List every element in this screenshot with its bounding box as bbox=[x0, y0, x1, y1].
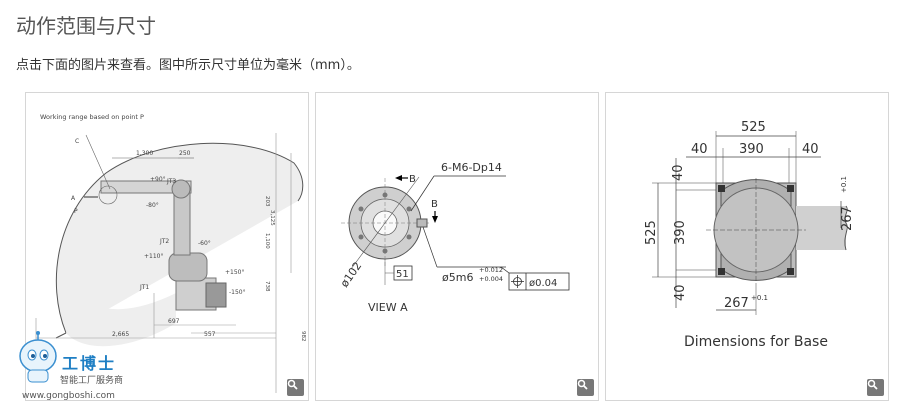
callout-holes: 6-M6-Dp14 bbox=[441, 161, 502, 174]
dim-150a: +150° bbox=[225, 269, 244, 276]
dim-40-side-top: 40 bbox=[671, 164, 686, 181]
dim-390-top: 390 bbox=[739, 142, 764, 157]
dim-557: 557 bbox=[204, 331, 216, 338]
view-label: VIEW A bbox=[368, 301, 408, 314]
dim-m80: -80° bbox=[146, 202, 159, 209]
base-diagram: 525 40 390 40 40 525 390 40 267 +0.1 267… bbox=[644, 120, 855, 350]
dim-250: 250 bbox=[179, 150, 191, 157]
dim-525-top: 525 bbox=[741, 120, 766, 135]
dim-697: 697 bbox=[168, 318, 180, 325]
working-range-image[interactable]: Working range based on point P C A P 1,3… bbox=[25, 92, 309, 401]
dim-40-side-bottom: 40 bbox=[673, 284, 688, 301]
working-range-diagram: Working range based on point P C A P 1,3… bbox=[35, 113, 306, 393]
dim-shaft: ø5m6 bbox=[442, 271, 473, 284]
dim-267-bottom-tol: +0.1 bbox=[751, 294, 768, 302]
dim-60: -60° bbox=[198, 240, 211, 247]
working-range-label: Working range based on point P bbox=[40, 113, 144, 121]
dim-jt1: JT1 bbox=[139, 284, 149, 291]
dim-150b: -150° bbox=[229, 289, 246, 296]
dim-110: +110° bbox=[144, 253, 163, 260]
flange-image[interactable]: 6-M6-Dp14 B B ø102 51 ø5m6 +0.012 +0.004… bbox=[315, 92, 599, 401]
logo-tagline: 智能工厂服务商 bbox=[60, 376, 124, 386]
logo-url: www.gongboshi.com bbox=[22, 391, 115, 401]
logo-brand: 工博士 bbox=[62, 354, 117, 373]
label-a: A bbox=[71, 195, 76, 202]
flange-diagram: 6-M6-Dp14 B B ø102 51 ø5m6 +0.012 +0.004… bbox=[338, 161, 570, 314]
dim-390-side: 390 bbox=[673, 220, 688, 245]
base-dimensions-image[interactable]: 525 40 390 40 40 525 390 40 267 +0.1 267… bbox=[605, 92, 889, 401]
dim-267-right: 267 bbox=[840, 206, 855, 231]
tol-upper: +0.012 bbox=[479, 266, 503, 274]
dim-1100: 1,100 bbox=[264, 233, 270, 249]
label-b-right: B bbox=[431, 199, 438, 210]
dim-267-bottom: 267 bbox=[724, 296, 749, 311]
dim-738: 738 bbox=[264, 281, 270, 292]
dim-267-right-tol: +0.1 bbox=[840, 176, 848, 193]
page-subtitle: 点击下面的图片来查看。图中所示尺寸单位为毫米（mm）。 bbox=[16, 58, 360, 73]
label-p: P bbox=[74, 208, 78, 215]
mascot-icon bbox=[19, 331, 57, 383]
dim-203: 203 bbox=[264, 196, 270, 207]
dim-90: +90° bbox=[150, 176, 166, 183]
dim-40-right: 40 bbox=[802, 142, 819, 157]
dim-40-left: 40 bbox=[691, 142, 708, 157]
dim-51: 51 bbox=[396, 269, 409, 280]
dim-2665: 2,665 bbox=[112, 331, 129, 338]
tol-lower: +0.004 bbox=[479, 275, 503, 283]
dim-1300: 1,300 bbox=[136, 150, 153, 157]
page-title: 动作范围与尺寸 bbox=[16, 14, 156, 38]
dim-jt2: JT2 bbox=[159, 238, 169, 245]
dim-982: 982 bbox=[300, 331, 306, 342]
dim-525-side: 525 bbox=[644, 220, 659, 245]
dim-jt3: JT3 bbox=[166, 178, 176, 185]
dim-3125: 3,125 bbox=[269, 210, 275, 226]
dim-dia102: ø102 bbox=[338, 260, 365, 290]
zoom-icon[interactable] bbox=[287, 379, 304, 396]
base-caption: Dimensions for Base bbox=[684, 334, 828, 350]
zoom-icon[interactable] bbox=[577, 379, 594, 396]
label-b-top: B bbox=[409, 174, 416, 185]
label-c: C bbox=[75, 138, 79, 145]
gdt-value: ø0.04 bbox=[529, 278, 557, 289]
zoom-icon[interactable] bbox=[867, 379, 884, 396]
